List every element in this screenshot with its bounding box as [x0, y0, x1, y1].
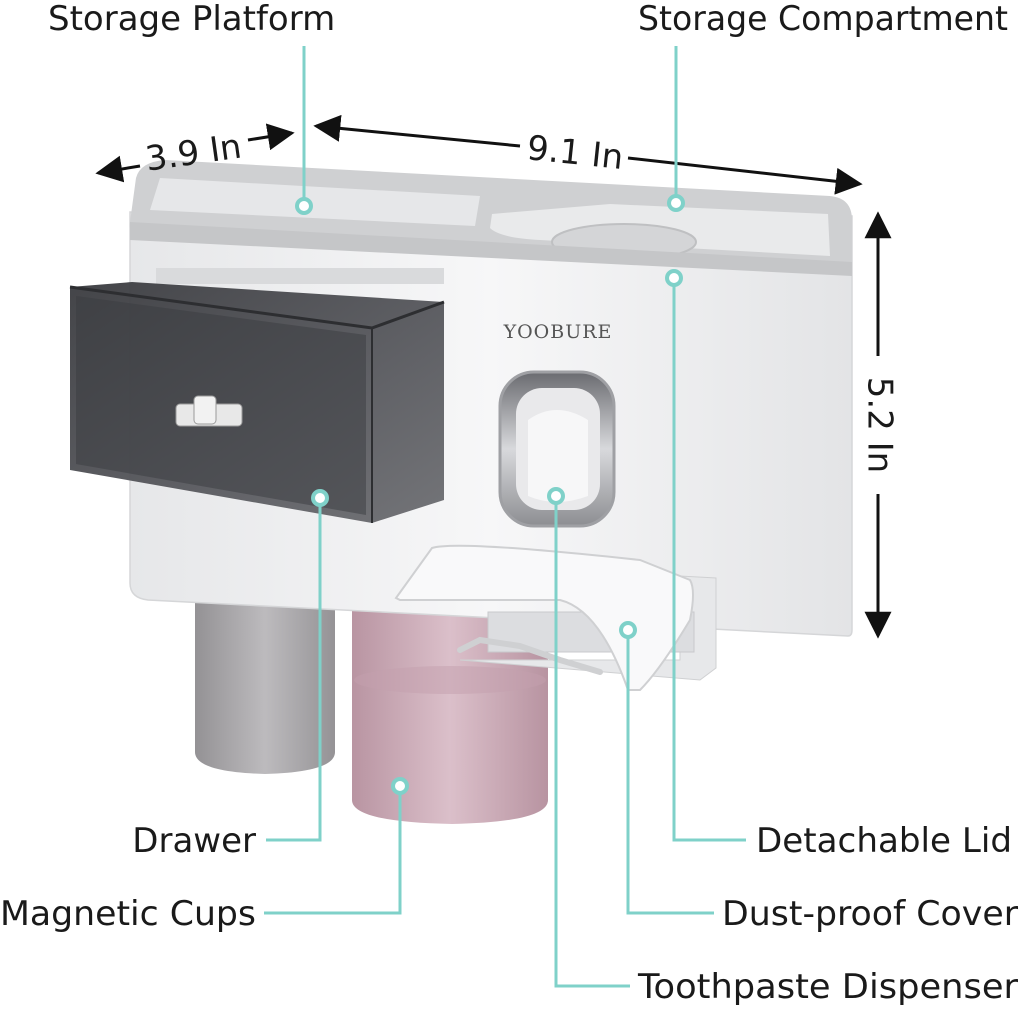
- label-toothpaste-dispenser: Toothpaste Dispenser: [637, 967, 1018, 1007]
- drawer: [69, 282, 445, 523]
- dot-toothpaste-dispenser: [547, 487, 565, 505]
- width-label: 9.1 In: [525, 128, 625, 178]
- dot-storage-compartment: [667, 194, 685, 212]
- dot-storage-platform: [295, 197, 313, 215]
- drawer-handle: [175, 395, 243, 427]
- callout-line-drawer: [266, 498, 322, 842]
- dot-dust-proof-cover: [619, 621, 637, 639]
- height-label: 5.2 In: [860, 377, 900, 473]
- label-detachable-lid: Detachable Lid: [756, 821, 1012, 861]
- dust-proof-cover: [394, 544, 717, 691]
- label-storage-compartment: Storage Compartment: [638, 0, 1008, 39]
- callout-line-dust-proof-cover: [626, 630, 714, 915]
- toothpaste-dispenser: [498, 370, 616, 528]
- dot-drawer: [311, 489, 329, 507]
- callout-line-toothpaste-dispenser: [554, 496, 630, 988]
- cup-gray: [195, 600, 335, 774]
- label-storage-platform: Storage Platform: [48, 0, 335, 39]
- label-magnetic-cups: Magnetic Cups: [0, 894, 256, 934]
- callout-line-detachable-lid: [672, 278, 746, 842]
- dot-magnetic-cups: [391, 777, 409, 795]
- callout-line-magnetic-cups: [264, 786, 402, 915]
- callout-lines: [264, 46, 746, 988]
- brand-logo: YOOBURE: [503, 321, 613, 343]
- dimension-height: 5.2 In: [860, 211, 900, 639]
- label-dust-proof-cover: Dust-proof Cover: [722, 894, 1018, 934]
- callout-dots: [295, 194, 685, 795]
- dot-detachable-lid: [665, 269, 683, 287]
- label-drawer: Drawer: [132, 821, 256, 861]
